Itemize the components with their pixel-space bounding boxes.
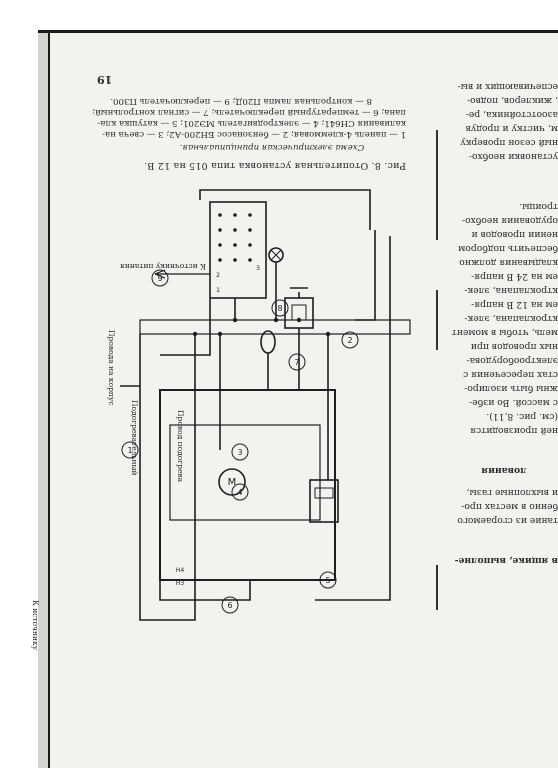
page-number: 19 <box>97 73 113 86</box>
section-heading-wiring: лования <box>481 465 527 477</box>
label-9: 9 <box>157 274 162 283</box>
body-line-30: м, чистку и продув <box>465 123 558 135</box>
label-5: 5 <box>325 576 330 585</box>
body-line-4: и выхлопные газы, <box>466 487 558 499</box>
wire-right-top <box>355 230 376 321</box>
label-8: 8 <box>277 304 282 313</box>
label-wire-housing: Провода на корпус <box>107 330 116 406</box>
body-line-16: ктроклапана, элек- <box>464 313 558 325</box>
body-line-29: ный сезон проверку <box>460 137 558 149</box>
motor-label: М <box>228 477 237 488</box>
scan-margin-top <box>0 0 558 30</box>
wire-switch-left <box>160 298 211 356</box>
switch-term-2: 2 <box>216 272 220 279</box>
panel-bar <box>139 319 411 335</box>
margin-mark-2 <box>436 290 438 350</box>
body-line-22: нении проводов и <box>471 229 558 241</box>
body-line-2: тание из сгорае­мого <box>457 515 558 527</box>
body-line-10: с массой. Во избе- <box>469 397 558 409</box>
label-wire-heating: Подогревательный <box>130 400 139 476</box>
pump-box <box>309 479 339 523</box>
body-line-32: , жиклеров, подво- <box>467 95 558 107</box>
motor-circle <box>218 468 246 496</box>
body-line-21: беспечить подбором <box>458 243 558 255</box>
relay-box <box>284 297 314 329</box>
figure-legend-line-1: 1 — панель 4-клеммовая; 2 — бензонасос Б… <box>102 129 406 139</box>
label-1: 1 <box>127 446 132 455</box>
figure-caption: Рис. 8. Отопительная установка типа 015 … <box>143 160 406 171</box>
body-line-13: электрооборудова- <box>466 355 558 367</box>
margin-mark-3 <box>436 565 438 610</box>
figure-legend-line-2: каливания СН641; 4 — электродвигатель МЭ… <box>97 118 406 128</box>
margin-mark-1 <box>436 130 438 240</box>
body-line-20: кладывания должно <box>459 257 558 269</box>
body-line-23: орудования необхо- <box>461 215 558 227</box>
label-6: 6 <box>227 601 232 610</box>
body-line-18: ктроклапана, элек- <box>464 285 558 297</box>
n4-label: Н4 <box>176 567 185 574</box>
body-line-15: мель, чтобы в момент <box>451 327 558 339</box>
label-wire-heat: Провод подогрева <box>176 410 185 483</box>
body-line-25: троицы. <box>519 201 558 213</box>
figure-subtitle: Схема электрическая принципиальная. <box>179 142 365 152</box>
body-line-27: установки необхо- <box>468 151 558 163</box>
body-line-9: (см. рис. 8,11). <box>486 411 558 423</box>
figure-legend-line-3: пана; 6 — температурный переключатель; 7… <box>92 107 406 117</box>
body-line-14: ных проводов при <box>470 341 558 353</box>
body-line-11: жны быть изолиро- <box>464 383 558 395</box>
scan-margin-left <box>0 30 38 768</box>
paper-sheet <box>38 30 558 768</box>
wiring-diagram: 9 2 7 1 3 4 5 6 8 М 1 2 3 Н3 Н4 <box>120 189 411 621</box>
switch-term-3: 3 <box>256 265 260 272</box>
n3-label: Н3 <box>176 580 185 587</box>
heater-housing <box>159 389 336 581</box>
label-4: 4 <box>237 488 242 497</box>
body-line-3: бенно в местах про- <box>461 501 558 513</box>
body-line-17: ем на 12 В напря- <box>471 299 558 311</box>
gutter-edge-line <box>48 30 50 768</box>
switch-term-1: 1 <box>216 287 220 294</box>
wire-top <box>199 189 371 230</box>
body-text-right-column: еспечивающих и вы- , жиклеров, подво- аз… <box>450 80 558 680</box>
switch-block <box>209 201 267 299</box>
label-7: 7 <box>294 358 299 367</box>
heater-inner <box>169 424 321 521</box>
book-gutter <box>38 30 50 768</box>
wire-temp-switch <box>159 575 251 601</box>
body-line-12: стах пересечения с <box>463 369 558 381</box>
label-3: 3 <box>237 448 242 457</box>
body-line-31: азоотстойника, ре- <box>465 109 558 121</box>
body-line-19: ем на 24 В напря- <box>471 271 558 283</box>
label-wire-source: К источнику <box>31 600 40 651</box>
label-2: 2 <box>347 336 352 345</box>
label-to-power-source: К источнику питания <box>120 262 206 271</box>
wire-right-long <box>315 236 391 601</box>
page-top-edge <box>38 30 558 33</box>
body-line-33: еспечивающих и вы- <box>457 81 558 93</box>
figure-legend-line-4: 8 — контрольная лампа П20Д; 9 — переключ… <box>110 96 372 106</box>
body-line-8: ней производится <box>470 425 558 437</box>
body-line-0: в ящике, выполне- <box>454 555 558 567</box>
